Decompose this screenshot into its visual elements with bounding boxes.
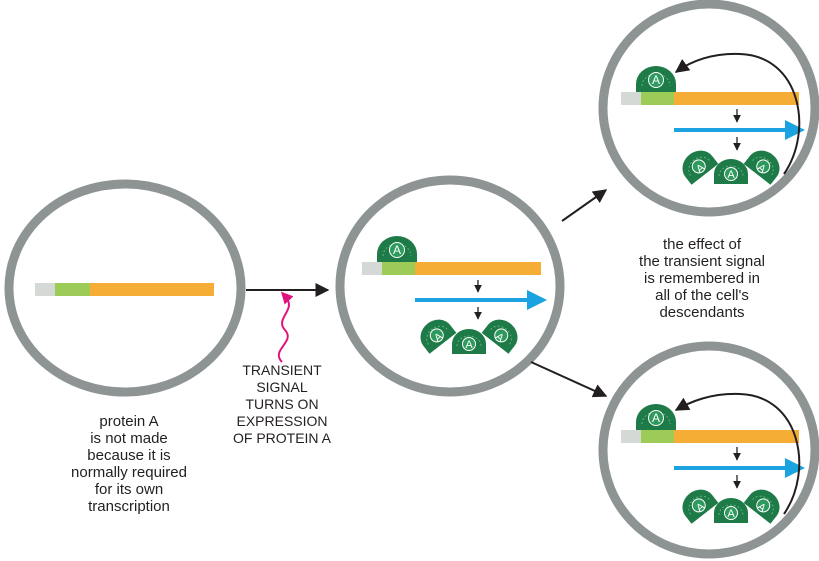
caption-line: descendants	[659, 304, 745, 321]
cell-left	[4, 179, 246, 397]
gene-regulatory-region	[382, 262, 415, 275]
feedback-loop-arrow	[674, 392, 801, 515]
transient-signal	[246, 283, 330, 363]
caption-line: OF PROTEIN A	[232, 430, 331, 446]
caption-line: transcription	[88, 498, 170, 515]
gene-regulatory-region	[641, 92, 674, 105]
gene-promoter	[621, 92, 641, 105]
protein-a-label: A	[393, 243, 401, 257]
caption-line: is remembered in	[644, 270, 760, 287]
caption-memory: the effect of the transient signal is re…	[612, 236, 792, 321]
caption-line: for its own	[94, 481, 164, 498]
protein-a-label: A	[652, 73, 660, 87]
gene-promoter	[35, 283, 55, 296]
cell-bottom-right: A A A A	[598, 341, 819, 559]
caption-left-cell: protein A is not made because it is norm…	[44, 413, 214, 515]
caption-line: EXPRESSION	[236, 413, 328, 429]
gene-coding-region	[90, 283, 214, 296]
caption-line: normally required	[71, 464, 187, 481]
caption-line: protein A	[99, 413, 159, 430]
caption-line: the effect of	[662, 236, 742, 253]
gene-regulatory-region	[55, 283, 90, 296]
gene-regulatory-region	[641, 430, 674, 443]
cell-top-right: A A A A	[598, 0, 819, 217]
caption-line: TRANSIENT	[242, 362, 322, 378]
signal-squiggle	[277, 291, 294, 363]
caption-signal: TRANSIENT SIGNAL TURNS ON EXPRESSION OF …	[222, 362, 342, 447]
protein-a-letter: A	[727, 508, 735, 520]
cell-middle: A A A A	[335, 175, 565, 397]
gene-coding-region	[674, 92, 799, 105]
gene-promoter	[621, 430, 641, 443]
caption-line: all of the cell's	[655, 287, 749, 304]
arrow-to-top-cell	[561, 189, 608, 222]
gene-coding-region	[674, 430, 799, 443]
protein-a-label: A	[652, 411, 660, 425]
gene-promoter	[362, 262, 382, 275]
feedback-loop-arrow	[674, 52, 801, 175]
protein-a-products: A A A	[675, 143, 787, 186]
gene-coding-region	[415, 262, 541, 275]
protein-a-letter: A	[465, 339, 473, 351]
caption-line: TURNS ON	[245, 396, 319, 412]
caption-line: because it is	[87, 447, 171, 464]
caption-line: SIGNAL	[256, 379, 308, 395]
cell-middle-membrane	[335, 175, 565, 397]
caption-line: is not made	[90, 430, 168, 447]
cell-top-membrane	[598, 0, 819, 217]
caption-line: the transient signal	[639, 253, 765, 270]
gene-left	[35, 283, 214, 296]
cell-bottom-membrane	[598, 341, 819, 559]
protein-a-products: A A A	[675, 482, 787, 525]
protein-a-products: A A A	[413, 312, 525, 355]
arrow-to-bottom-cell	[530, 361, 608, 398]
gene-bottom	[621, 430, 799, 443]
gene-top	[621, 92, 799, 105]
gene-middle	[362, 262, 541, 275]
protein-a-letter: A	[727, 169, 735, 181]
